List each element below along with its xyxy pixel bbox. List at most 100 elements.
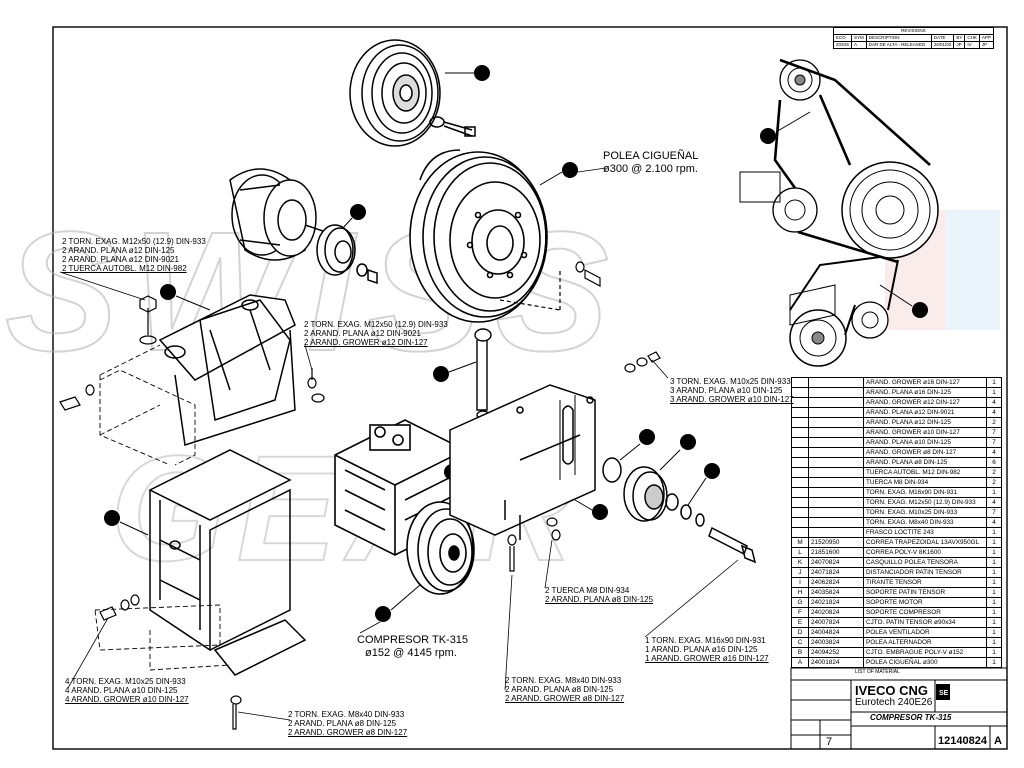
parts-cell-desc: ARAND. PLANA ø16 DIN-125 xyxy=(863,387,987,398)
callout-line: 2 TORN. EXAG. M12x50 (12.9) DIN-933 xyxy=(304,320,448,329)
parts-cell-code xyxy=(808,497,864,508)
parts-cell-qty: 6 xyxy=(986,457,1002,468)
callout-tensioner-bolt: 1 TORN. EXAG. M16x90 DIN-931 1 ARAND. PL… xyxy=(645,636,769,663)
parts-cell-code xyxy=(808,457,864,468)
parts-cell-code: 24071824 xyxy=(808,567,864,578)
revisions-table: REVISIONS ECO SYM DESCRIPTION DATE BY CH… xyxy=(832,27,994,49)
parts-cell-code xyxy=(808,477,864,488)
parts-cell-item xyxy=(791,527,809,538)
callout-bubble xyxy=(562,162,578,178)
drawing-frame xyxy=(52,26,1008,750)
callout-bubble xyxy=(704,463,720,479)
parts-cell-desc: TORN. EXAG. M8x40 DIN-933 xyxy=(863,517,987,528)
parts-cell-qty: 4 xyxy=(986,447,1002,458)
parts-cell-desc: ARAND. PLANA ø10 DIN-125 xyxy=(863,437,987,448)
parts-cell-qty: 1 xyxy=(986,527,1002,538)
parts-cell-desc: SOPORTE COMPRESOR xyxy=(863,607,987,618)
parts-cell-desc: POLEA CIGUEÑAL ø300 xyxy=(863,657,987,668)
parts-cell-desc: ARAND. GROWER ø16 DIN-127 xyxy=(863,377,987,388)
rev-col: BY xyxy=(953,34,966,42)
parts-cell-item: D xyxy=(791,627,809,638)
parts-cell-qty: 1 xyxy=(986,387,1002,398)
parts-cell-code xyxy=(808,527,864,538)
callout-mid-left: 2 TORN. EXAG. M12x50 (12.9) DIN-933 2 AR… xyxy=(304,320,448,347)
parts-cell-qty: 4 xyxy=(986,397,1002,408)
rev-cell: IV xyxy=(964,41,980,49)
crankshaft-pulley-label: POLEA CIGUEÑAL ø300 @ 2.100 rpm. xyxy=(603,150,698,176)
parts-cell-code: 24003824 xyxy=(808,637,864,648)
callout-bubble xyxy=(474,65,490,81)
parts-cell-item xyxy=(791,487,809,498)
parts-cell-desc: CORREA POLY-V 8K1600 xyxy=(863,547,987,558)
model-name: Eurotech 240E26 xyxy=(855,697,933,708)
rev-cell: 26/01/02 xyxy=(930,41,955,49)
parts-cell-code xyxy=(808,467,864,478)
part-name: COMPRESOR TK-315 xyxy=(870,713,952,722)
parts-cell-qty: 2 xyxy=(986,467,1002,478)
parts-cell-item: A xyxy=(791,657,809,668)
parts-cell-qty: 7 xyxy=(986,427,1002,438)
parts-cell-qty: 1 xyxy=(986,547,1002,558)
parts-cell-code: 24062824 xyxy=(808,577,864,588)
list-of-material-heading: LIST OF MATERIAL xyxy=(855,669,900,675)
parts-cell-item xyxy=(791,417,809,428)
parts-cell-code xyxy=(808,487,864,498)
parts-cell-code xyxy=(808,427,864,438)
parts-cell-qty: 4 xyxy=(986,497,1002,508)
parts-cell-qty: 1 xyxy=(986,377,1002,388)
callout-line: 2 ARAND. PLANA ø12 DIN-9021 xyxy=(62,255,179,264)
sheet-number: 7 xyxy=(826,736,833,748)
parts-cell-qty: 1 xyxy=(986,647,1002,658)
compressor-speed: ø152 @ 4145 rpm. xyxy=(365,647,457,659)
parts-cell-desc: TUERCA M8 DIN-934 xyxy=(863,477,987,488)
callout-line: 3 ARAND. GROWER ø10 DIN-127 xyxy=(670,395,794,404)
parts-cell-desc: CJTO. EMBRAGUE POLY-V ø152 xyxy=(863,647,987,658)
parts-cell-qty: 1 xyxy=(986,617,1002,628)
parts-cell-qty: 1 xyxy=(986,487,1002,498)
parts-cell-desc: TORN. EXAG. M10x25 DIN-933 xyxy=(863,507,987,518)
parts-cell-qty: 4 xyxy=(986,517,1002,528)
rev-col: APP xyxy=(978,34,994,42)
callout-bottom-mid: 2 TORN. EXAG. M8x40 DIN-933 2 ARAND. PLA… xyxy=(288,710,407,737)
parts-cell-code: 21851600 xyxy=(808,547,864,558)
compressor-title: COMPRESOR TK-315 xyxy=(357,634,469,646)
parts-cell-item: G xyxy=(791,597,809,608)
callout-line: 2 ARAND. PLANA ø8 DIN-125 xyxy=(505,685,614,694)
callout-line: 4 ARAND. PLANA ø10 DIN-125 xyxy=(65,686,178,695)
parts-cell-item xyxy=(791,467,809,478)
parts-cell-item xyxy=(791,377,809,388)
callout-bubble xyxy=(639,429,655,445)
parts-cell-qty: 1 xyxy=(986,607,1002,618)
callout-line: 1 ARAND. PLANA ø16 DIN-125 xyxy=(645,645,758,654)
callout-top-left: 2 TORN. EXAG. M12x50 (12.9) DIN-933 2 AR… xyxy=(62,237,206,273)
parts-cell-qty: 1 xyxy=(986,637,1002,648)
compressor-clutch xyxy=(406,501,475,595)
callout-line: 3 ARAND. PLANA ø10 DIN-125 xyxy=(670,386,783,395)
parts-cell-qty: 4 xyxy=(986,407,1002,418)
parts-cell-qty: 1 xyxy=(986,557,1002,568)
parts-cell-item xyxy=(791,457,809,468)
parts-cell-code: 24094252 xyxy=(808,647,864,658)
callout-bubble xyxy=(160,284,176,300)
parts-cell-desc: ARAND. GROWER ø12 DIN-127 xyxy=(863,397,987,408)
callout-line: 2 TORN. EXAG. M8x40 DIN-933 xyxy=(288,710,405,719)
callout-line: 1 ARAND. GROWER ø16 DIN-127 xyxy=(645,654,769,663)
parts-cell-item xyxy=(791,507,809,518)
parts-cell-code: 21520950 xyxy=(808,537,864,548)
parts-cell-item: B xyxy=(791,647,809,658)
callout-line: 2 ARAND. PLANA ø8 DIN-125 xyxy=(545,595,654,604)
callout-bubble xyxy=(375,606,391,622)
parts-cell-item: K xyxy=(791,557,809,568)
parts-cell-code xyxy=(808,507,864,518)
parts-cell-item: F xyxy=(791,607,809,618)
callout-line: 2 TUERCA AUTOBL. M12 DIN-982 xyxy=(62,264,187,273)
parts-cell-item xyxy=(791,437,809,448)
